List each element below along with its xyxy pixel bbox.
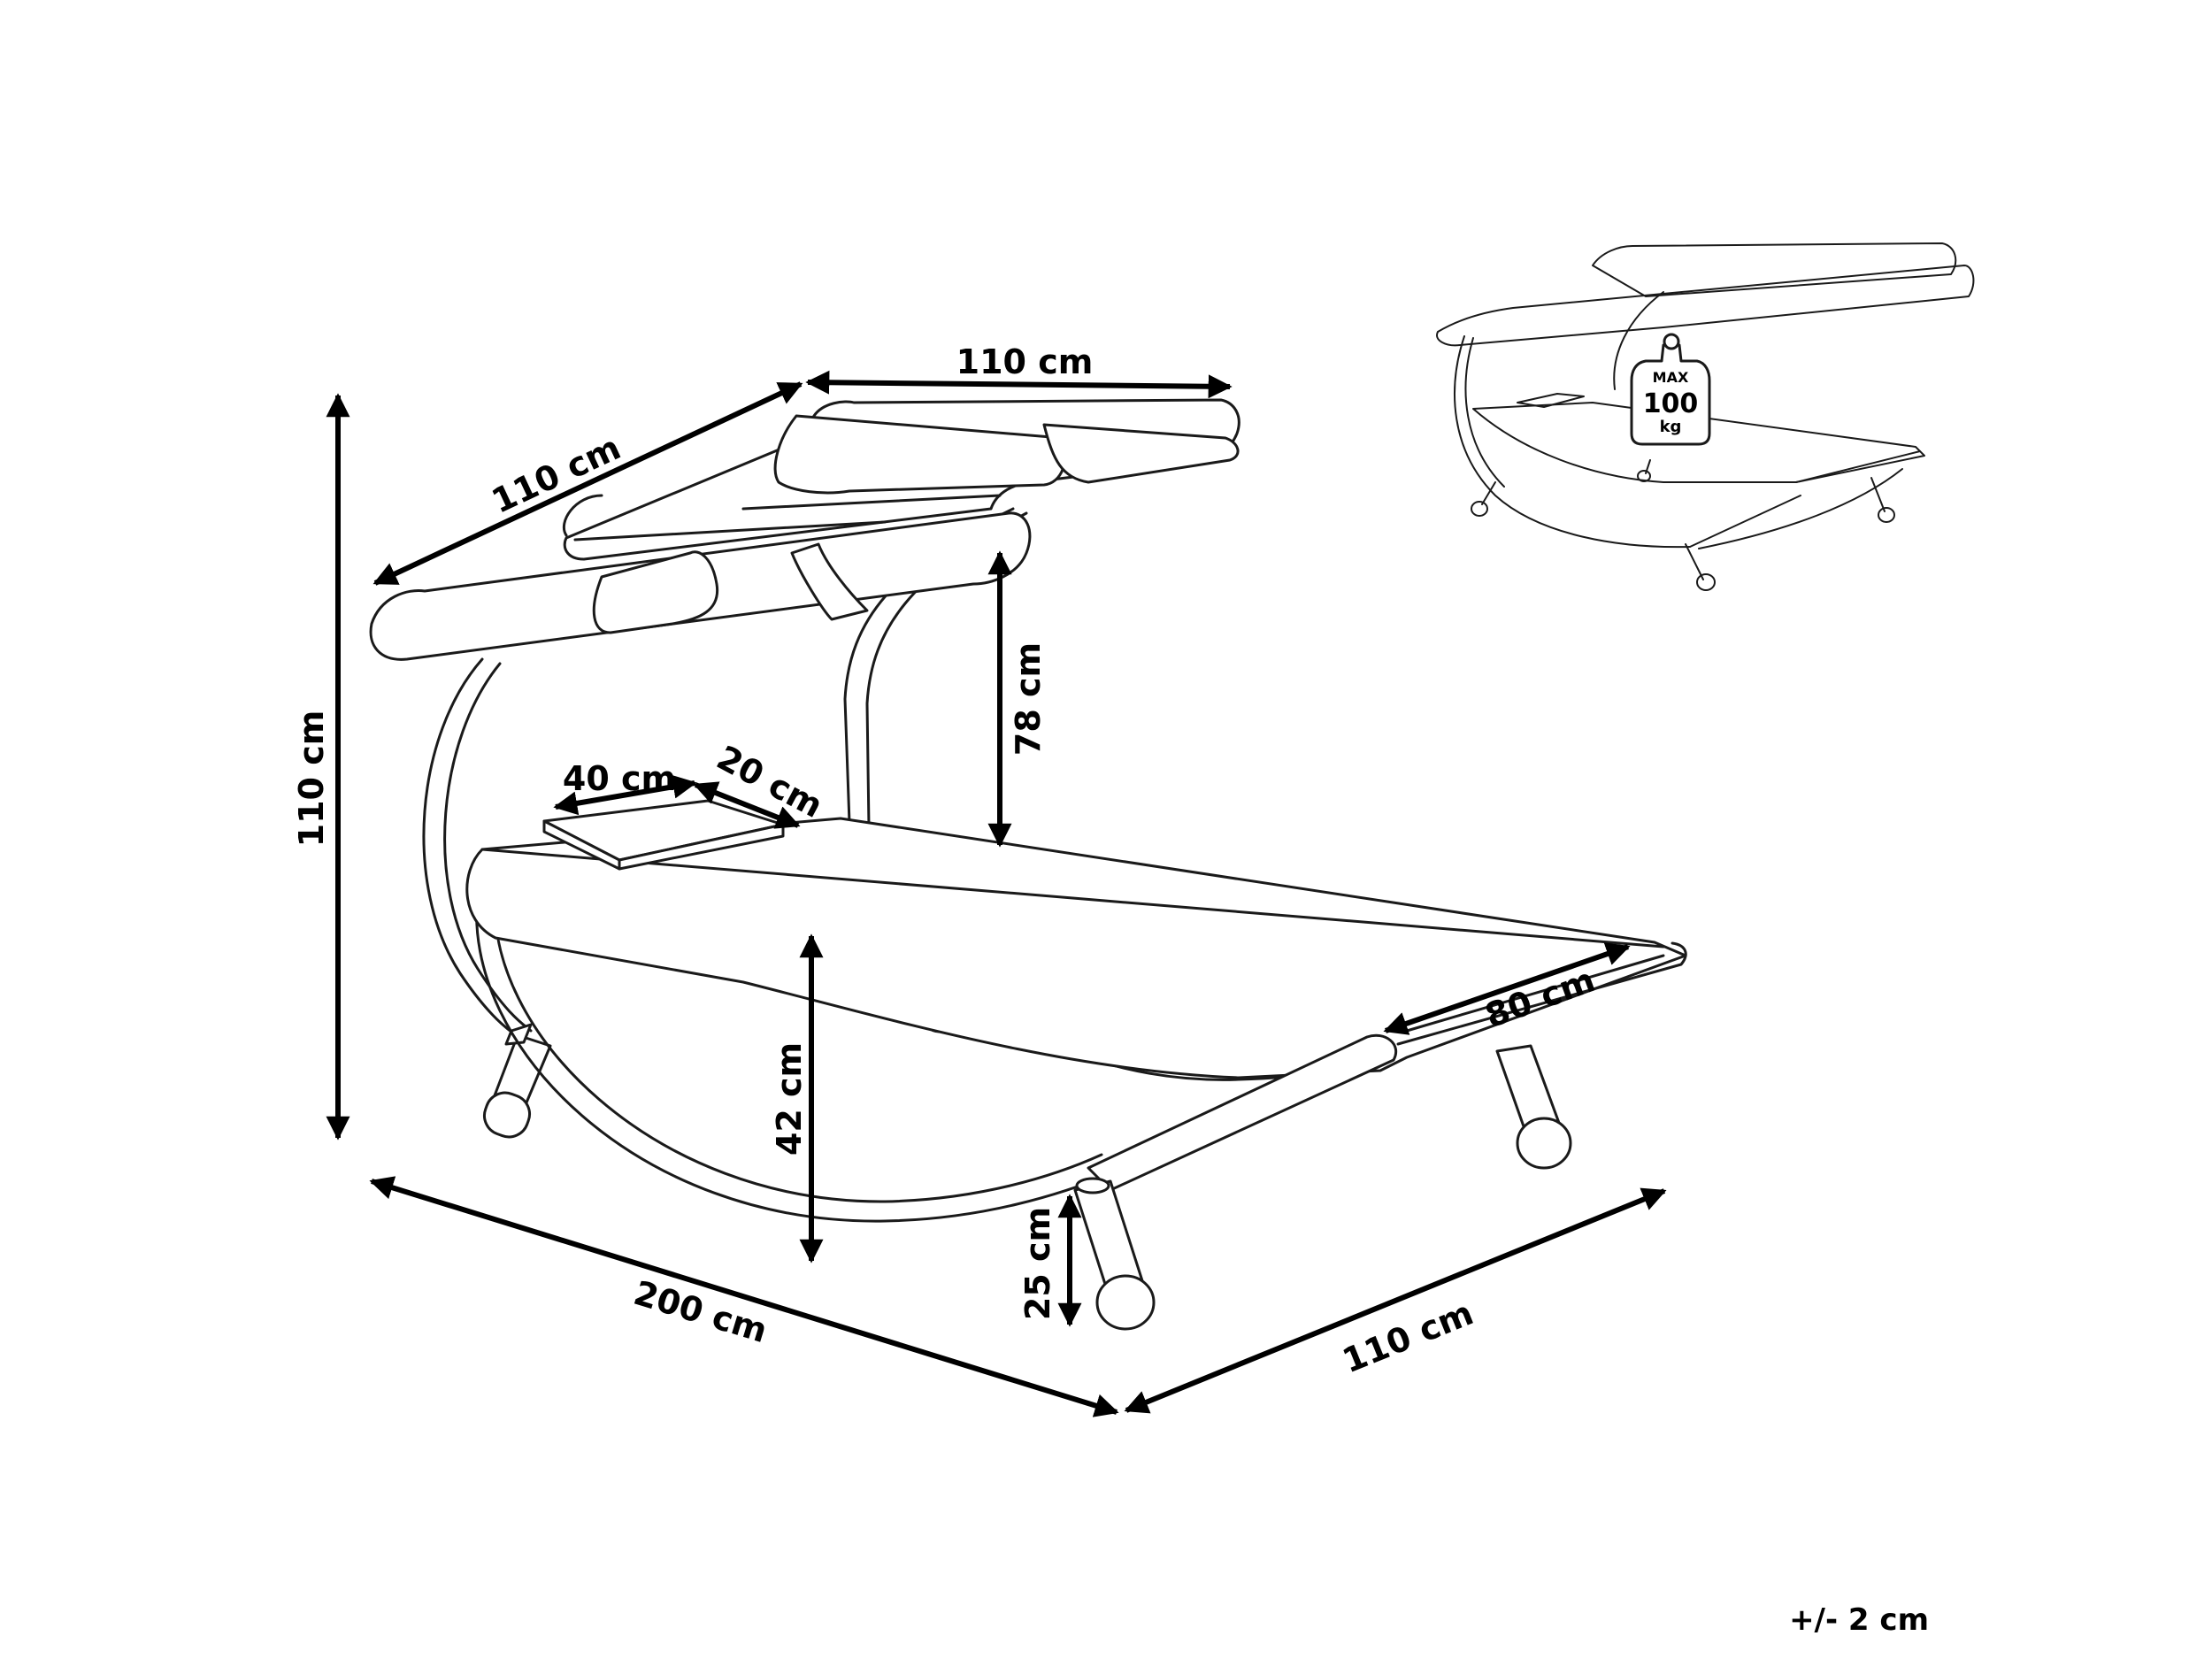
seat-foot-rail bbox=[1396, 941, 1687, 1046]
sun-canopy bbox=[369, 398, 1240, 661]
dimension-lines bbox=[326, 370, 1667, 1417]
dim-line-pillow-depth bbox=[693, 781, 801, 829]
label-canopy-clearance: 78 cm bbox=[1009, 642, 1048, 756]
weight-max-label: MAX bbox=[1653, 369, 1689, 386]
seat-bed bbox=[465, 817, 1687, 1079]
tolerance-note: +/- 2 cm bbox=[1789, 1602, 1929, 1638]
front-left-leg bbox=[1073, 1177, 1156, 1331]
weight-limit-badge: MAX 100 kg bbox=[1630, 333, 1711, 446]
label-leg-height: 25 cm bbox=[1018, 1207, 1057, 1320]
front-right-leg bbox=[1495, 1044, 1572, 1170]
dim-line-total-width bbox=[1124, 1187, 1667, 1414]
label-seat-height: 42 cm bbox=[770, 1042, 809, 1156]
label-total-width: 110 cm bbox=[1337, 1294, 1479, 1381]
label-canopy-front-width: 110 cm bbox=[956, 342, 1094, 381]
dim-line-canopy-side bbox=[373, 381, 803, 586]
dim-line-canopy-front bbox=[805, 370, 1233, 399]
label-total-height: 110 cm bbox=[292, 710, 331, 848]
dim-line-seat-width bbox=[1383, 942, 1631, 1035]
rear-left-leg bbox=[482, 1033, 552, 1139]
seat-bed-edge bbox=[480, 848, 1665, 949]
left-frame-outer bbox=[422, 657, 524, 1041]
left-frame-inner bbox=[443, 662, 533, 1033]
left-frame-endcap bbox=[504, 1023, 533, 1046]
sun-lounger-drawing bbox=[369, 398, 1687, 1331]
weight-unit: kg bbox=[1660, 418, 1682, 436]
dim-line-total-length bbox=[369, 1176, 1119, 1417]
label-pillow-length: 40 cm bbox=[563, 759, 676, 798]
thumbnail-lounger bbox=[1436, 242, 1975, 591]
dim-line-pillow-length bbox=[553, 774, 697, 816]
front-crossbar bbox=[1087, 1033, 1398, 1192]
weight-value: 100 bbox=[1643, 388, 1699, 419]
